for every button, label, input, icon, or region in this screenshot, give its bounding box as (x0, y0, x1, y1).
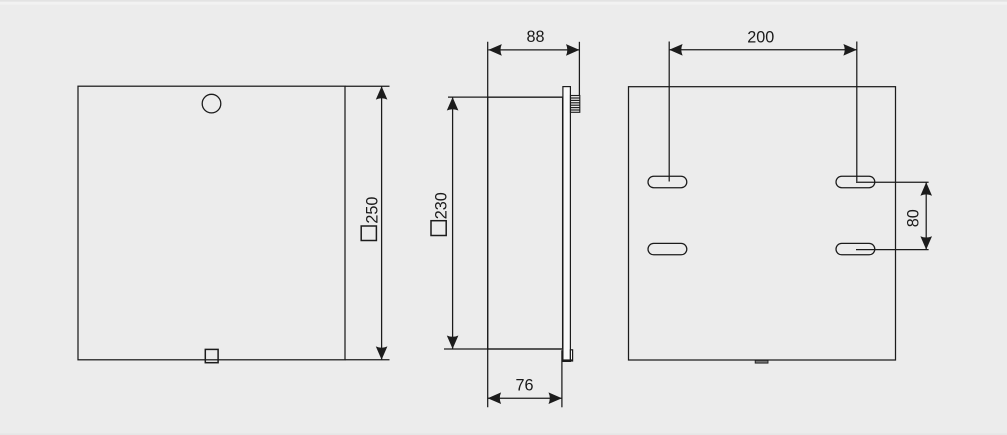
svg-text:88: 88 (526, 28, 544, 46)
svg-text:76: 76 (515, 377, 533, 395)
svg-text:200: 200 (747, 28, 774, 46)
svg-text:80: 80 (905, 209, 923, 227)
svg-text:250: 250 (363, 197, 381, 224)
svg-text:230: 230 (433, 192, 451, 219)
